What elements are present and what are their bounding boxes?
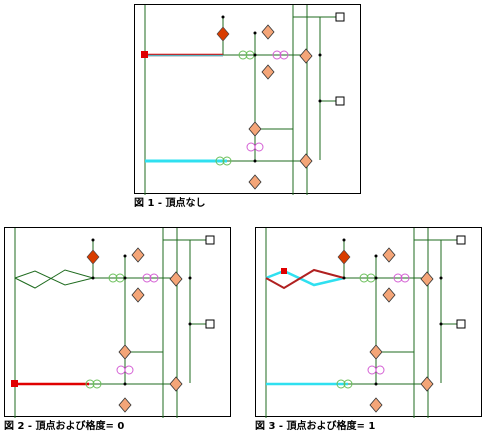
figure-3-panel xyxy=(255,227,482,418)
junction-green xyxy=(336,273,376,389)
device-diamond-red xyxy=(337,249,351,265)
figure-2-panel xyxy=(4,227,231,418)
figure-2-diagram xyxy=(11,228,215,418)
vertex-zigzag-edge xyxy=(14,269,94,289)
terminal-box xyxy=(456,235,466,329)
figure-1-diagram xyxy=(141,5,345,195)
service-diamond xyxy=(369,247,434,413)
start-flag-red xyxy=(281,268,287,274)
junction-pink xyxy=(116,273,159,375)
junction-pink xyxy=(246,50,289,152)
trace-result-cyan xyxy=(265,269,345,287)
junction-pink xyxy=(367,273,410,375)
figure-1-panel xyxy=(134,4,361,195)
figure-2-caption: 図 2 - 頂点および格度= 0 xyxy=(4,421,125,432)
start-flag-red xyxy=(11,380,18,387)
vertex-dot xyxy=(221,15,322,163)
vertex-dot xyxy=(342,238,443,386)
vertex-dot xyxy=(91,238,192,386)
terminal-box xyxy=(335,12,345,106)
junction-green xyxy=(85,273,125,389)
device-diamond-red xyxy=(216,26,230,42)
device-diamond-red xyxy=(86,249,100,265)
service-diamond xyxy=(118,247,183,413)
start-flag-red xyxy=(141,51,148,58)
selected-edge-darkred xyxy=(265,268,345,290)
figure-1-caption: 図 1 - 頂点なし xyxy=(134,198,206,209)
terminal-box xyxy=(205,235,215,329)
figure-3-diagram xyxy=(265,228,466,418)
junction-green xyxy=(215,50,255,166)
service-diamond xyxy=(248,24,313,190)
figure-3-caption: 図 3 - 頂点および格度= 1 xyxy=(255,421,376,432)
